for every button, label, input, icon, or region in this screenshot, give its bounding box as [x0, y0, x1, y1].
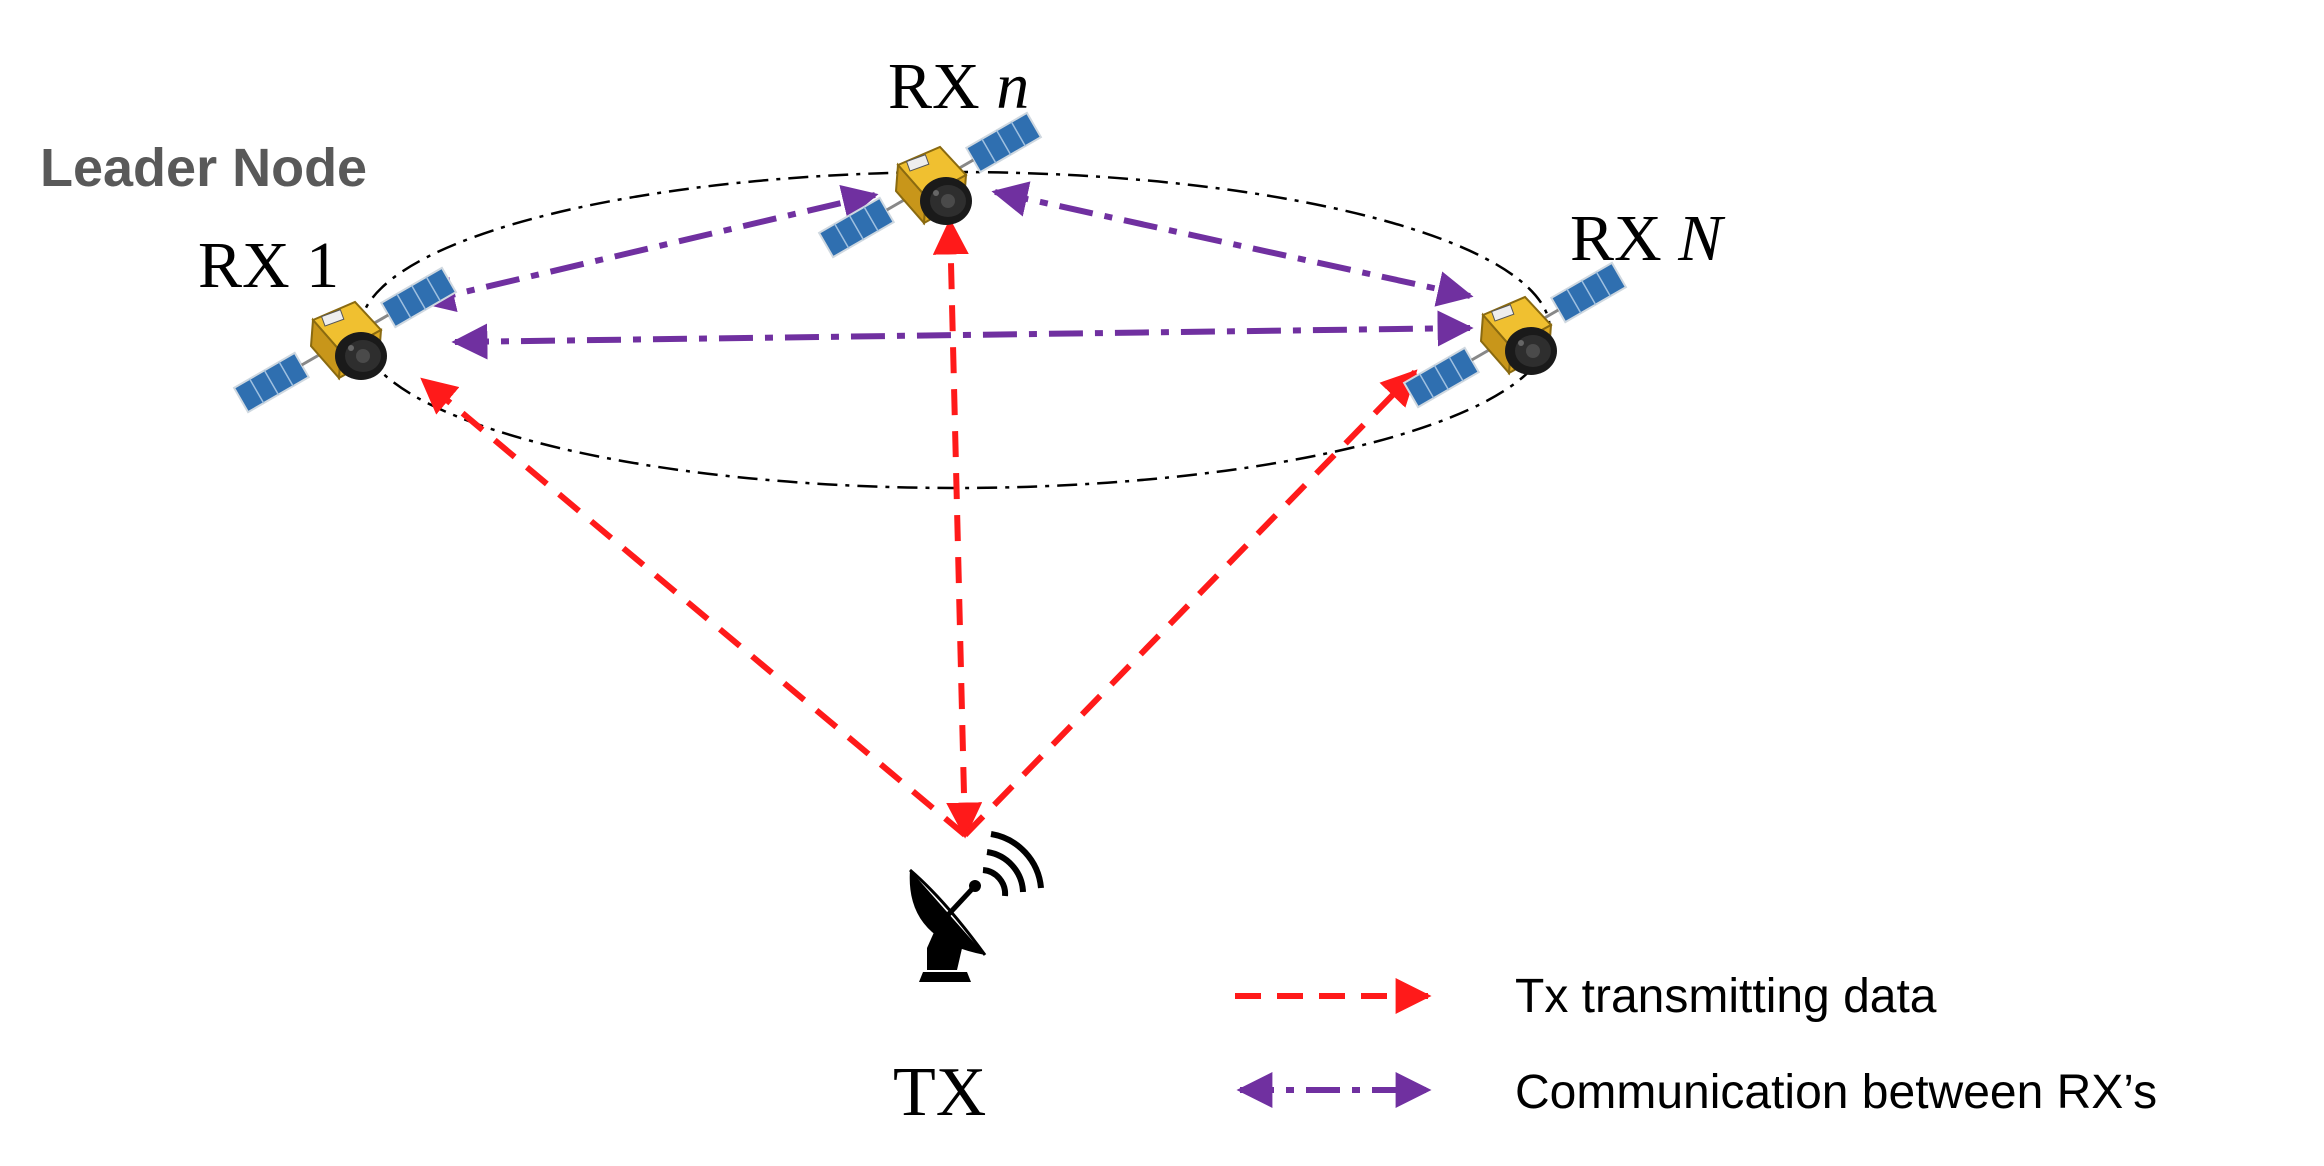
tx-label: TX: [893, 1054, 986, 1131]
rxn-label: RX n: [888, 50, 1029, 123]
satellite-icon: [1402, 261, 1628, 409]
satellite-dish-icon: [909, 831, 1044, 982]
rx-arrow-rxn-rxN: [991, 181, 1474, 307]
rxN-label: RX N: [1570, 202, 1726, 275]
rx-arrow-rx1-rxN: [451, 310, 1474, 360]
rx-arrow-rx1-rxn: [418, 184, 879, 313]
legend-tx-text: Tx transmitting data: [1515, 970, 1937, 1023]
tx-arrow-to-rx1: [420, 377, 967, 838]
satellite-icon: [817, 111, 1043, 259]
tx-arrow-to-rxN: [962, 369, 1418, 838]
legend-rx-text: Communication between RX’s: [1515, 1066, 2157, 1119]
tx-arrow-to-rxn: [932, 218, 983, 839]
rx1-label: RX 1: [198, 229, 339, 302]
leader-node-label: Leader Node: [40, 138, 367, 198]
legend: Tx transmitting data Communication betwe…: [1235, 970, 2157, 1119]
